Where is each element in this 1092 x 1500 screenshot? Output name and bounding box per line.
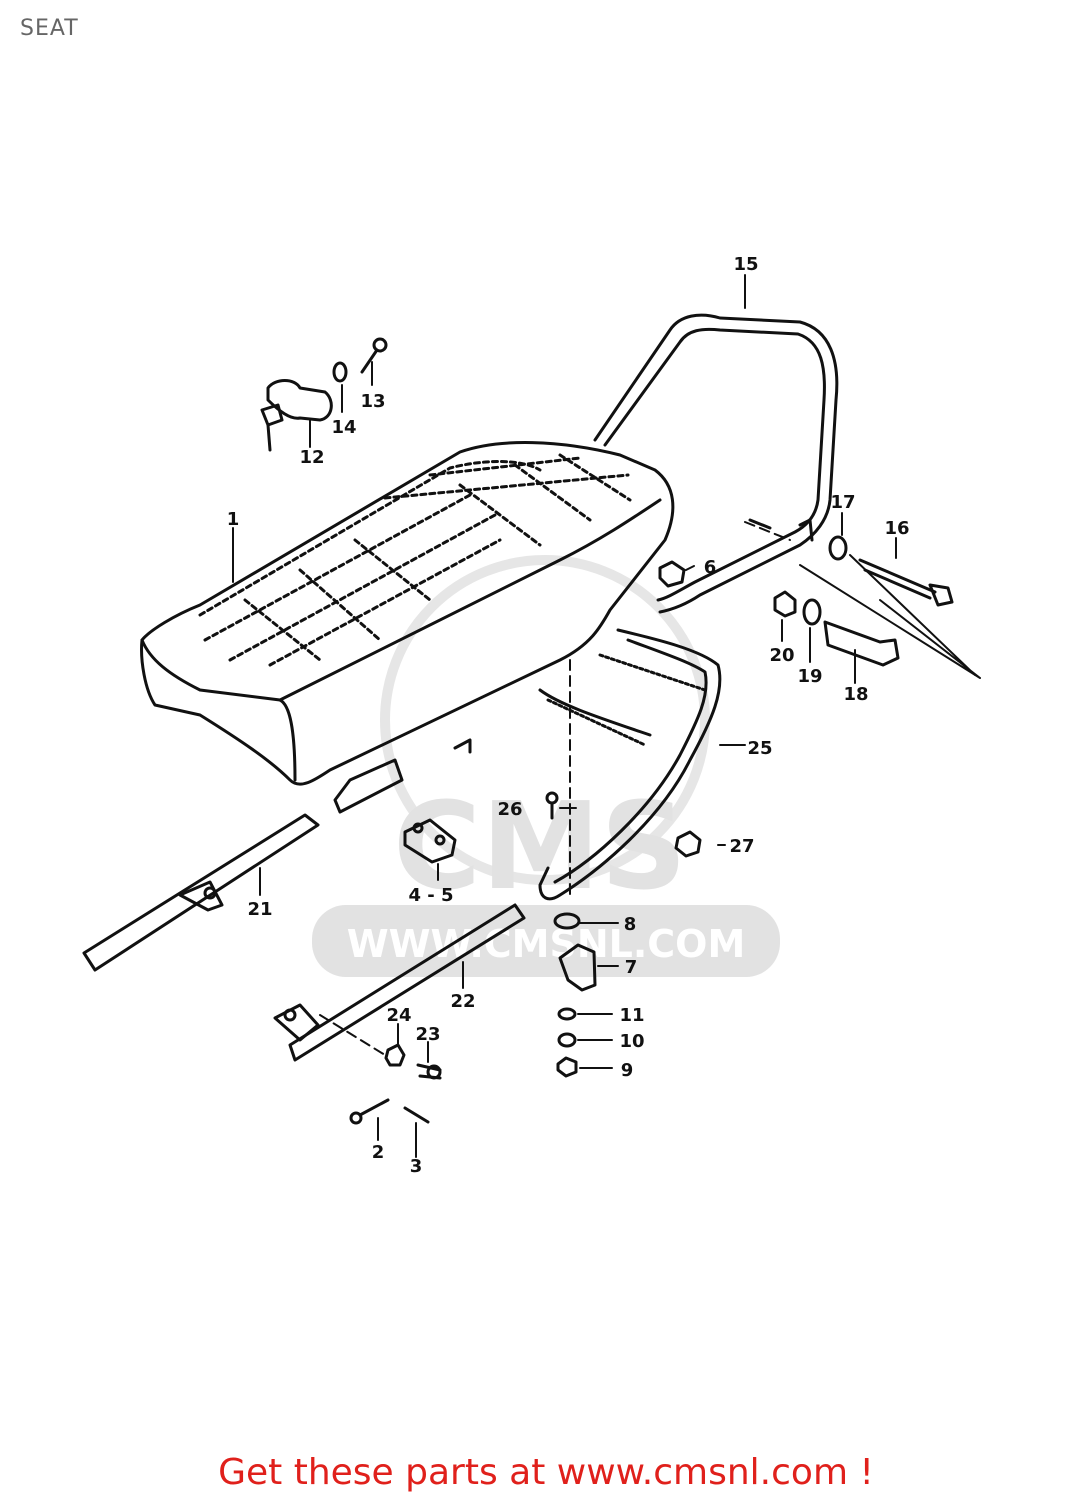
part-bolt-26[interactable] xyxy=(545,791,559,820)
watermark: CMS WWW.CMSNL.COM xyxy=(312,555,780,977)
label-part-19: 19 xyxy=(797,666,822,687)
label-part-13: 13 xyxy=(360,391,385,412)
label-part-6: 6 xyxy=(704,557,717,578)
leader-lines xyxy=(232,274,981,1158)
seat-exploded-diagram: CMS WWW.CMSNL.COM xyxy=(82,254,981,1177)
part-seat[interactable] xyxy=(140,441,675,814)
page-title: SEAT xyxy=(20,16,79,41)
label-part-23: 23 xyxy=(415,1024,440,1045)
part-nut-6[interactable] xyxy=(658,560,686,588)
part-clip-7[interactable] xyxy=(558,943,597,992)
part-bracket-4-5[interactable] xyxy=(403,818,457,864)
part-bolt-16[interactable] xyxy=(858,558,954,607)
label-part-8: 8 xyxy=(624,914,637,935)
label-part-12: 12 xyxy=(299,447,324,468)
part-bolt-23[interactable] xyxy=(416,1063,442,1080)
part-nut-27[interactable] xyxy=(674,830,702,858)
part-washer-11[interactable] xyxy=(557,1007,577,1021)
watermark-logo-text: CMS xyxy=(393,778,687,917)
label-part-27: 27 xyxy=(729,836,754,857)
label-part-11: 11 xyxy=(619,1005,644,1026)
part-washer-10[interactable] xyxy=(557,1032,577,1048)
part-washer-17[interactable] xyxy=(828,535,848,561)
label-part-21: 21 xyxy=(247,899,272,920)
part-screw-3[interactable] xyxy=(403,1106,430,1124)
part-washer-8[interactable] xyxy=(553,912,581,930)
part-washer-14[interactable] xyxy=(332,361,348,383)
part-nut-20[interactable] xyxy=(773,590,797,618)
part-nut-9[interactable] xyxy=(556,1056,578,1078)
part-grab-rail[interactable] xyxy=(593,313,839,614)
label-part-20: 20 xyxy=(769,645,794,666)
label-part-4-5: 4 - 5 xyxy=(408,885,453,906)
label-part-16: 16 xyxy=(884,518,909,539)
part-spacer-18[interactable] xyxy=(823,620,900,667)
part-rear-cowl-frame[interactable] xyxy=(538,628,722,901)
label-part-25: 25 xyxy=(747,738,772,759)
label-part-26: 26 xyxy=(497,799,522,820)
label-part-15: 15 xyxy=(733,254,758,275)
callout-labels: 1 2 3 4 - 5 6 7 8 9 10 11 12 13 14 15 16… xyxy=(227,254,910,1177)
label-part-24: 24 xyxy=(386,1005,411,1026)
part-nut-24[interactable] xyxy=(384,1043,406,1067)
part-screw-2[interactable] xyxy=(349,1098,390,1125)
label-part-3: 3 xyxy=(410,1156,423,1177)
label-part-1: 1 xyxy=(227,509,240,530)
part-side-plate-22[interactable] xyxy=(273,903,526,1062)
label-part-18: 18 xyxy=(843,684,868,705)
part-bolt-13[interactable] xyxy=(360,337,388,374)
label-part-9: 9 xyxy=(621,1060,634,1081)
part-seat-lock-12[interactable] xyxy=(260,379,333,452)
label-part-22: 22 xyxy=(450,991,475,1012)
label-part-7: 7 xyxy=(625,957,638,978)
label-part-10: 10 xyxy=(619,1031,644,1052)
part-washer-19[interactable] xyxy=(802,598,822,626)
label-part-14: 14 xyxy=(331,417,356,438)
watermark-url-text: WWW.CMSNL.COM xyxy=(347,922,746,966)
label-part-2: 2 xyxy=(372,1142,385,1163)
cta-link-text[interactable]: Get these parts at www.cmsnl.com ! xyxy=(218,1452,874,1493)
label-part-17: 17 xyxy=(830,492,855,513)
part-rail-21[interactable] xyxy=(82,813,320,972)
